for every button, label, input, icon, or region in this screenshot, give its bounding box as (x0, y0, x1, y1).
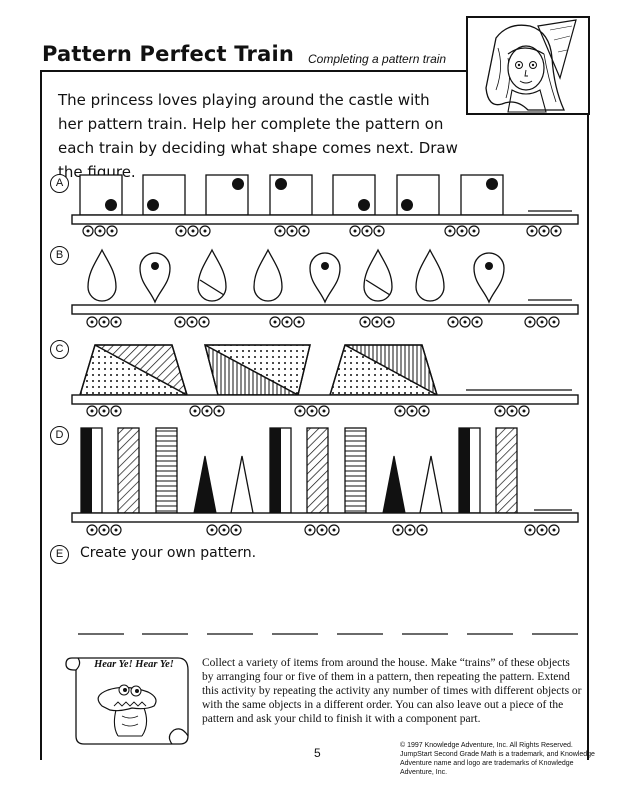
train-d-triangle-3 (382, 455, 406, 514)
train-b-drop-1 (87, 248, 117, 302)
train-c-car-1 (78, 344, 189, 396)
train-a-car-1 (79, 174, 123, 216)
train-c-car-3 (328, 344, 439, 396)
train-a-car-3 (205, 174, 249, 216)
train-d-flatbed (71, 512, 579, 523)
train-d-bar-6 (344, 427, 367, 514)
train-d-bar-1 (80, 427, 103, 514)
train-d-bar-7 (458, 427, 481, 514)
train-a-car-2 (142, 174, 186, 216)
train-d-bar-5 (306, 427, 329, 514)
train-d-triangle-1 (193, 455, 217, 514)
problem-d-label: D (50, 426, 69, 445)
problem-e-label: E (50, 545, 69, 564)
train-b-flatbed (71, 304, 579, 315)
princess-illustration (466, 16, 590, 115)
train-d-bar-3 (155, 427, 178, 514)
train-a (71, 174, 579, 237)
problem-a-label: A (50, 174, 69, 193)
parent-tip-text: Collect a variety of items from around t… (202, 657, 582, 725)
frame-right-border (587, 112, 589, 760)
train-c-flatbed (71, 394, 579, 405)
hear-ye-banner-text: Hear Ye! Hear Ye! (94, 659, 174, 670)
instructions-text: The princess loves playing around the ca… (58, 91, 458, 181)
frame-left-border (40, 70, 42, 760)
train-b (71, 248, 579, 328)
train-b-pin-1 (139, 252, 171, 304)
page-number: 5 (314, 746, 321, 760)
train-d-bar-2 (117, 427, 140, 514)
problem-b-label: B (50, 246, 69, 265)
train-b-pin-3 (473, 252, 505, 304)
train-c-car-2 (204, 344, 311, 396)
problem-c-label: C (50, 340, 69, 359)
train-a-car-7 (460, 174, 504, 216)
train-b-drop-3 (253, 248, 283, 302)
problem-e-text: Create your own pattern. (80, 545, 257, 561)
train-a-car-4 (269, 174, 313, 216)
train-d (71, 427, 579, 536)
train-d-bar-4 (269, 427, 292, 514)
train-a-car-6 (396, 174, 440, 216)
train-b-drop-2 (197, 248, 227, 302)
train-a-flatbed (71, 214, 579, 225)
page-subtitle: Completing a pattern train (308, 52, 447, 66)
train-b-pin-2 (309, 252, 341, 304)
train-d-triangle-2 (230, 455, 254, 514)
train-d-triangle-4 (419, 455, 443, 514)
train-b-drop-4 (363, 248, 393, 302)
train-a-car-5 (332, 174, 376, 216)
copyright-notice: © 1997 Knowledge Adventure, Inc. All Rig… (400, 742, 595, 776)
train-d-bar-8 (495, 427, 518, 514)
page-title: Pattern Perfect Train (42, 42, 294, 66)
train-b-drop-5 (415, 248, 445, 302)
header-rule (40, 70, 466, 72)
hear-ye-scroll: Hear Ye! Hear Ye! (62, 650, 192, 750)
train-c (71, 344, 579, 417)
